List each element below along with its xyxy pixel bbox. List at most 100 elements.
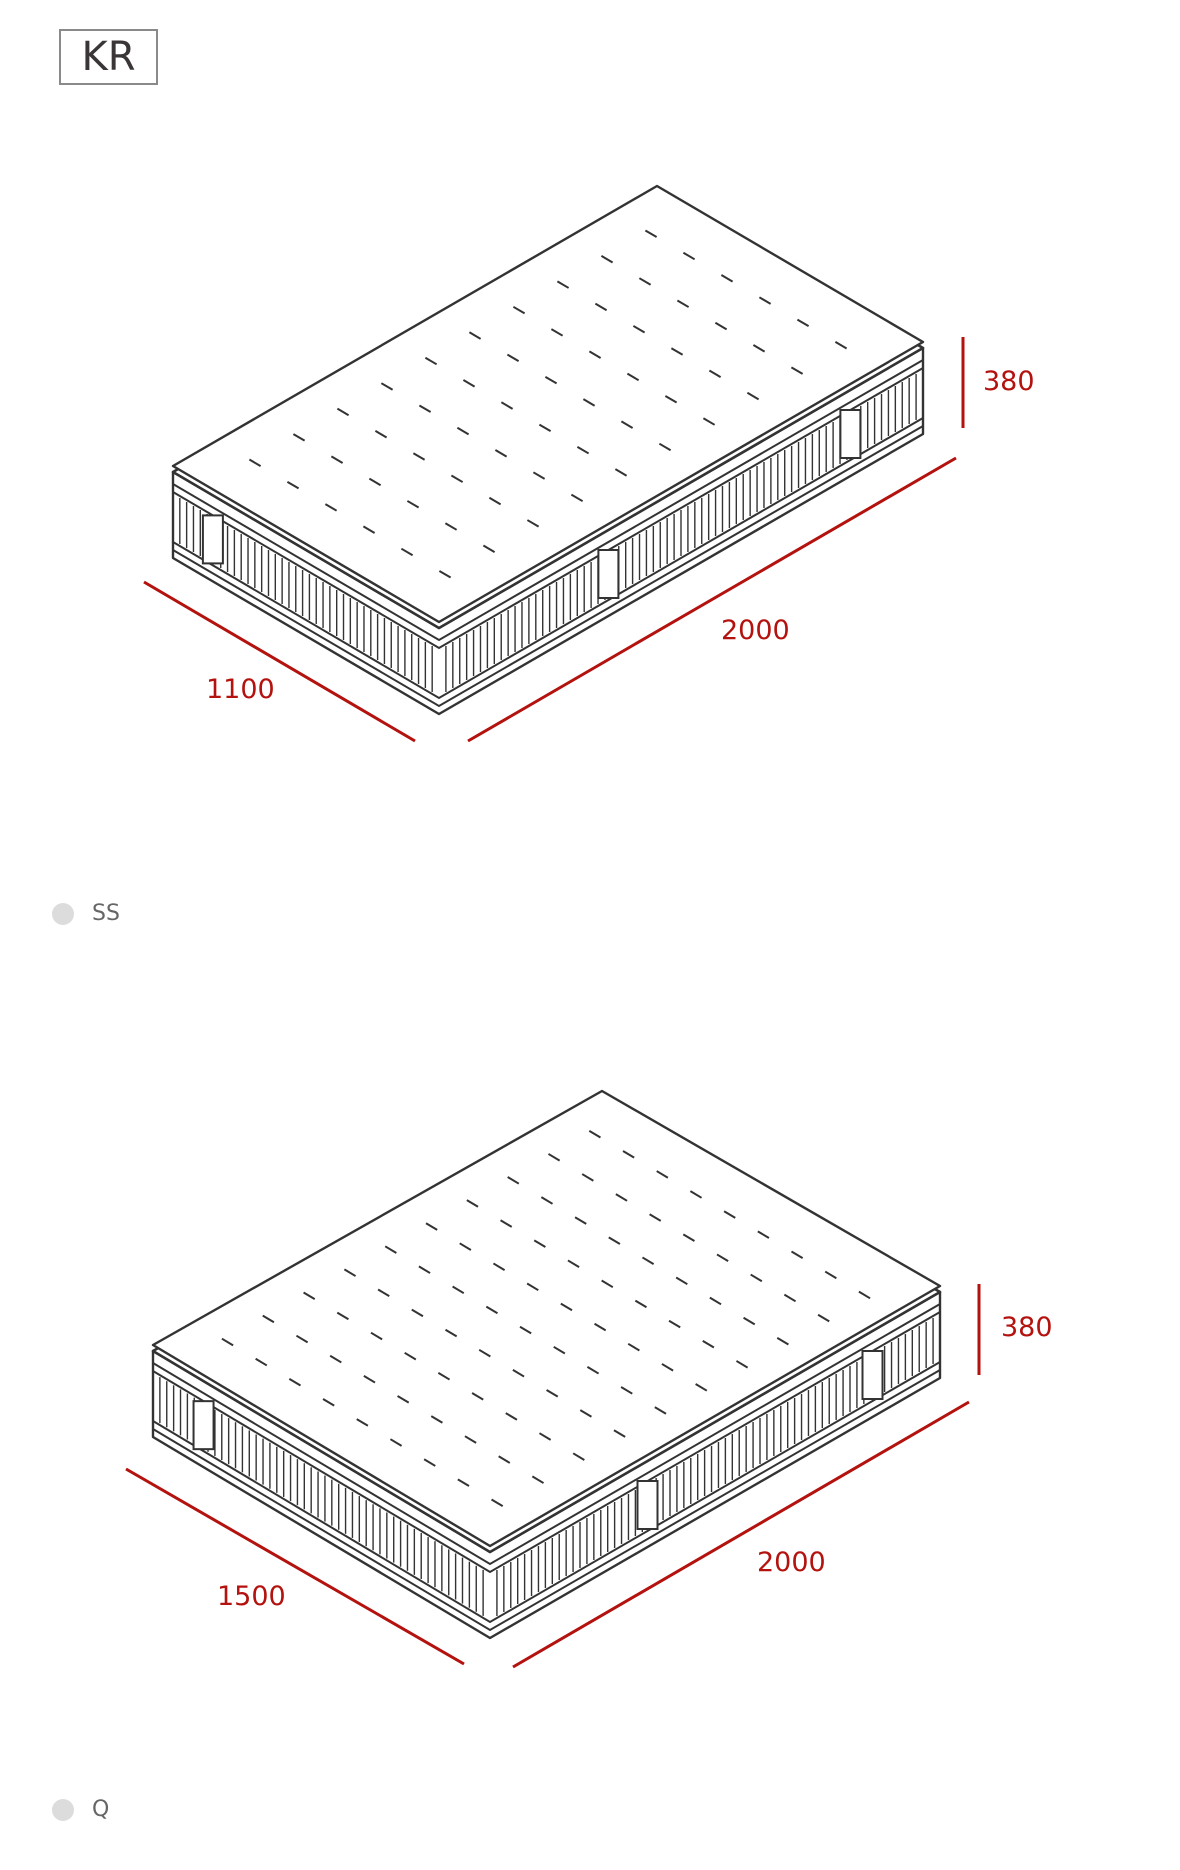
tufting-mark — [641, 1256, 655, 1265]
tufting-mark — [462, 379, 476, 388]
tufting-mark — [531, 1475, 545, 1484]
tufting-mark — [532, 471, 546, 480]
tufting-mark — [491, 1498, 504, 1507]
tufting-mark — [248, 458, 262, 467]
size-label: SS — [92, 901, 120, 926]
tufting-mark — [620, 1386, 633, 1395]
tufting-mark — [336, 407, 350, 417]
tufting-mark — [464, 1435, 477, 1444]
tufting-mark — [714, 321, 728, 331]
tufting-mark — [608, 1236, 621, 1245]
tufting-mark — [494, 449, 508, 458]
tufting-mark — [627, 1342, 640, 1352]
tufting-mark — [796, 318, 810, 328]
mattress-pillow-top — [151, 1089, 942, 1548]
tufting-mark — [406, 500, 420, 509]
tufting-mark — [286, 480, 300, 490]
tufting-mark — [586, 1366, 600, 1375]
tufting-mark — [614, 468, 628, 477]
tufting-mark — [526, 1282, 539, 1292]
length-dimension-line — [512, 1400, 970, 1669]
tufting-mark — [632, 325, 646, 334]
tufting-mark — [576, 446, 590, 455]
tufting-mark — [790, 366, 804, 375]
tufting-mark — [574, 1216, 587, 1225]
tufting-mark — [329, 1354, 342, 1364]
tufting-mark — [370, 1331, 383, 1341]
tufting-mark — [708, 369, 722, 378]
tufting-mark — [404, 1351, 417, 1361]
dimension-lines-ss: 1100 2000 380 — [143, 337, 1035, 743]
tufting-mark — [492, 1262, 506, 1271]
tufting-mark — [519, 1325, 532, 1335]
tufting-mark — [735, 1360, 749, 1369]
tufting-mark — [790, 1250, 804, 1259]
height-label: 380 — [983, 366, 1035, 397]
tufting-mark — [757, 1230, 770, 1239]
side-band-line — [172, 367, 924, 650]
tufting-mark — [664, 395, 678, 404]
tufting-mark — [374, 430, 388, 439]
tufting-mark — [418, 1265, 431, 1274]
tufting-mark — [380, 382, 394, 391]
tufting-mark — [485, 1305, 498, 1315]
tufting-mark — [615, 1193, 628, 1202]
tufting-mark — [482, 544, 496, 553]
region-badge: KR — [59, 29, 158, 85]
length-label: 2000 — [721, 615, 790, 646]
tufting-mark — [471, 1392, 484, 1401]
tufting-mark — [512, 305, 526, 315]
side-band-line — [152, 1311, 941, 1574]
tufting-mark — [438, 570, 452, 579]
tufting-mark — [500, 1219, 513, 1228]
tufting-mark — [572, 1452, 585, 1461]
side-band-line — [172, 417, 924, 700]
tufting-mark — [498, 1455, 511, 1464]
tufting-mark — [538, 423, 552, 433]
tufting-mark — [400, 547, 414, 557]
tufting-mark — [343, 1268, 357, 1277]
tufting-mark — [758, 296, 772, 305]
tufting-mark — [750, 1273, 763, 1283]
tufting-mark — [457, 1478, 470, 1487]
width-label: 1100 — [206, 674, 275, 705]
handle-icon — [201, 514, 224, 565]
tufting-mark — [324, 503, 338, 512]
tufting-mark — [330, 455, 344, 464]
tufting-mark — [533, 1239, 546, 1248]
tufting-mark — [478, 1348, 491, 1358]
tufting-mark — [450, 474, 464, 483]
tufting-mark — [540, 1196, 554, 1205]
tufting-mark — [776, 1336, 789, 1346]
tufting-mark — [581, 1173, 594, 1182]
tufting-mark — [262, 1314, 275, 1324]
tufting-mark — [695, 1383, 708, 1392]
tufting-mark — [506, 353, 520, 362]
side-band-line — [152, 1369, 941, 1632]
tufting-mark — [556, 280, 570, 289]
size-option-q: Q — [52, 1797, 109, 1822]
side-band-line — [152, 1303, 941, 1566]
tufting-mark — [412, 452, 426, 461]
handle-icon — [636, 1480, 659, 1530]
tufting-mark — [368, 477, 382, 487]
tufting-mark — [456, 426, 470, 436]
tufting-mark — [295, 1334, 309, 1344]
dimension-lines-q: 1500 2000 380 — [125, 1284, 1053, 1669]
tufting-mark — [743, 1316, 756, 1326]
tufting-mark — [526, 519, 540, 528]
tufting-mark — [418, 404, 432, 413]
tufting-mark — [459, 1242, 472, 1251]
tufting-mark — [384, 1245, 397, 1254]
tufting-mark — [588, 1130, 601, 1139]
tufting-mark — [303, 1291, 316, 1301]
tufting-mark — [752, 344, 766, 353]
tufting-mark — [547, 1153, 561, 1162]
tufting-mark — [397, 1395, 410, 1404]
tufting-mark — [560, 1302, 573, 1312]
height-label: 380 — [1001, 1312, 1053, 1343]
tufting-mark — [336, 1311, 349, 1321]
tufting-mark — [716, 1253, 729, 1262]
tufting-mark — [689, 1190, 703, 1199]
width-dimension-line — [143, 580, 416, 743]
